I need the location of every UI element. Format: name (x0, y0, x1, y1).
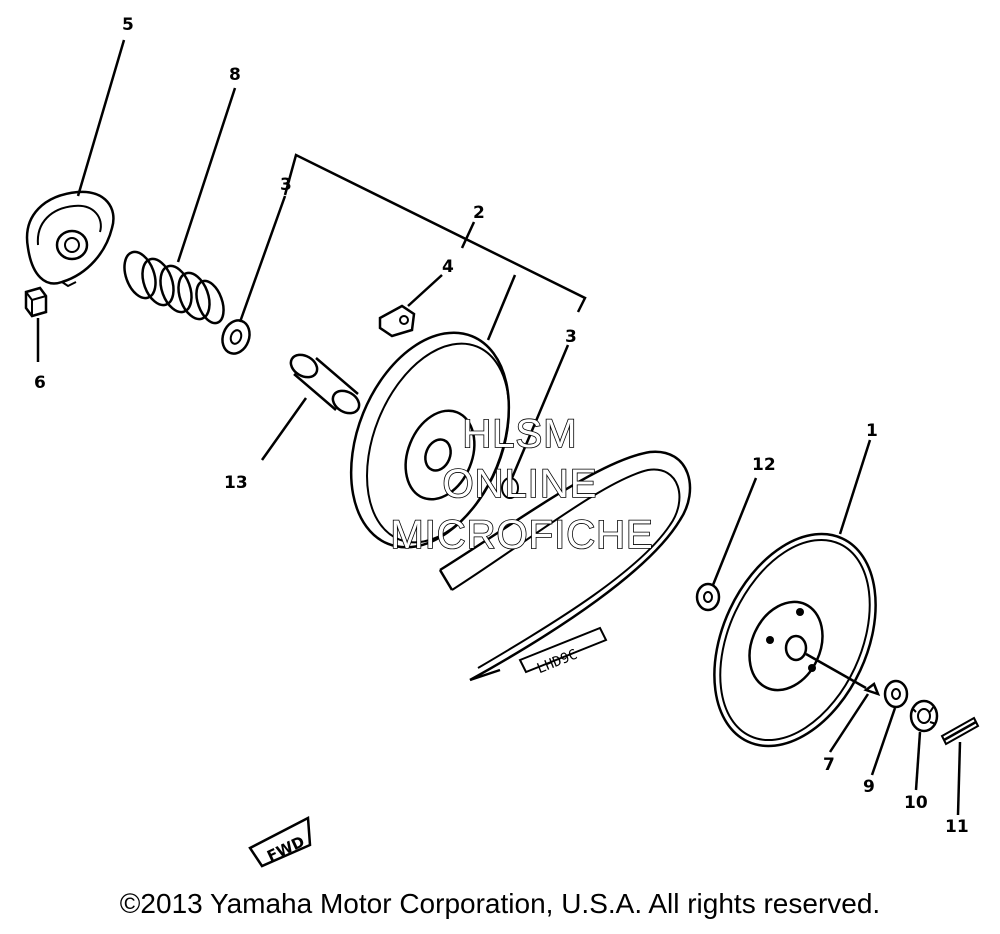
primary-sheave (349, 331, 519, 549)
callout-10: 10 (904, 793, 928, 813)
part-13-collar (289, 353, 361, 415)
watermark-line-1: HLSM (462, 412, 577, 456)
part-9-washer (883, 679, 909, 709)
callout-9: 9 (863, 777, 875, 797)
callout-4: 4 (442, 257, 454, 277)
fwd-tag: FWD (248, 816, 312, 868)
v-belt: LHD9C (438, 450, 692, 682)
callout-2: 2 (473, 203, 485, 223)
watermark-line-2: ONLINE (443, 462, 598, 506)
part-11-cotter-pin (940, 716, 980, 746)
part-3-washer-left (221, 319, 251, 355)
part-7-key (863, 682, 881, 697)
callout-13: 13 (224, 473, 248, 493)
watermark-line-3: MICROFICHE (390, 513, 653, 557)
callout-3-left: 3 (280, 175, 292, 195)
leader-lines (36, 39, 962, 816)
part-4-weight (378, 304, 416, 338)
part-1-secondary-sheave (713, 532, 877, 748)
copyright-notice: ©2013 Yamaha Motor Corporation, U.S.A. A… (119, 888, 881, 919)
callout-1: 1 (866, 421, 878, 441)
callout-7: 7 (823, 755, 835, 775)
part-10-nut (909, 699, 939, 733)
callout-12: 12 (752, 455, 776, 475)
callout-3-right: 3 (565, 327, 577, 347)
part-5-cam-cover (25, 190, 115, 288)
callout-numbers: 5 8 6 3 2 4 3 13 12 1 7 9 10 11 (34, 15, 969, 837)
part-8-spring (123, 250, 225, 325)
part-6-slider (24, 286, 48, 318)
part-12-washer (695, 582, 721, 612)
callout-8: 8 (229, 65, 241, 85)
callout-5: 5 (122, 15, 134, 35)
callout-11: 11 (945, 817, 969, 837)
callout-6: 6 (34, 373, 46, 393)
watermark: HLSM ONLINE MICROFICHE (390, 411, 654, 558)
